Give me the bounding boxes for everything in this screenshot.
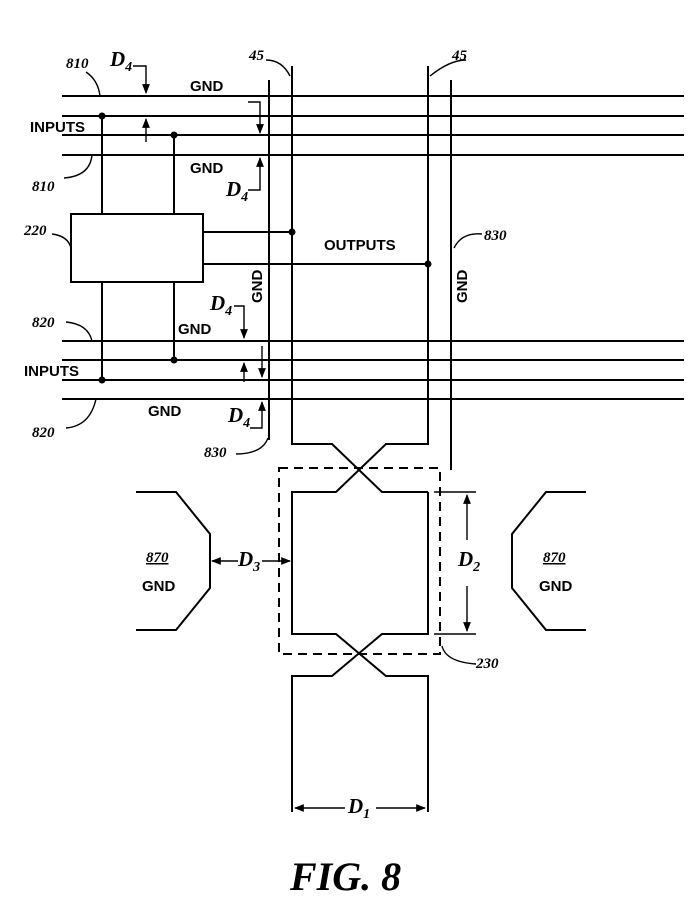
ref-830-right: 830 [484,228,507,244]
signal-lines-45 [291,66,429,812]
output-lines [203,228,432,268]
dim-d4-top: D4 [109,47,132,75]
gnd-label-top: GND [190,78,224,95]
junction-dot [170,356,178,364]
gnd-label-vertical-right: GND [454,270,471,304]
gnd-pad-right [511,491,586,631]
inputs-label-top: INPUTS [30,119,85,136]
pad-gnd-left: GND [142,578,176,595]
ref-810-bottom: 810 [32,179,55,195]
circuit-block-220 [70,213,204,283]
dim-d4-lower: D4 [209,291,232,319]
outputs-label: OUTPUTS [324,237,396,254]
ref-830-bottom: 830 [204,445,227,461]
figure-caption: FIG. 8 [289,854,401,899]
dimension-arrows [133,65,476,812]
ref-45-left: 45 [248,48,265,64]
pad-gnd-right: GND [539,578,573,595]
dim-d3: D3 [237,547,260,575]
junction-dot [98,376,106,384]
gnd-label-upper: GND [190,160,224,177]
dim-d4-bottom: D4 [227,403,250,431]
ref-820-bottom: 820 [32,425,55,441]
dashed-region-230 [278,467,441,655]
gnd-label-lower: GND [178,321,212,338]
junction-dot [98,112,106,120]
junction-dot [170,131,178,139]
dim-d1: D1 [347,794,370,822]
pad-ref-right: 870 [543,550,566,566]
ref-230: 230 [475,656,499,672]
gnd-label-bottom: GND [148,403,182,420]
dim-d4-right-upper: D4 [225,177,248,205]
gnd-label-vertical-left: GND [249,270,266,304]
gnd-pad-left [136,491,211,631]
inputs-label-bottom: INPUTS [24,363,79,380]
upper-line-group [62,95,684,156]
ref-820-top: 820 [32,315,55,331]
ref-220: 220 [23,223,47,239]
lower-line-group [62,340,684,400]
circuit-connections [98,112,178,384]
ref-810-top: 810 [66,56,89,72]
dim-d2: D2 [457,547,480,575]
pad-ref-left: 870 [146,550,169,566]
ref-45-right: 45 [451,48,468,64]
leader-lines [51,59,483,665]
